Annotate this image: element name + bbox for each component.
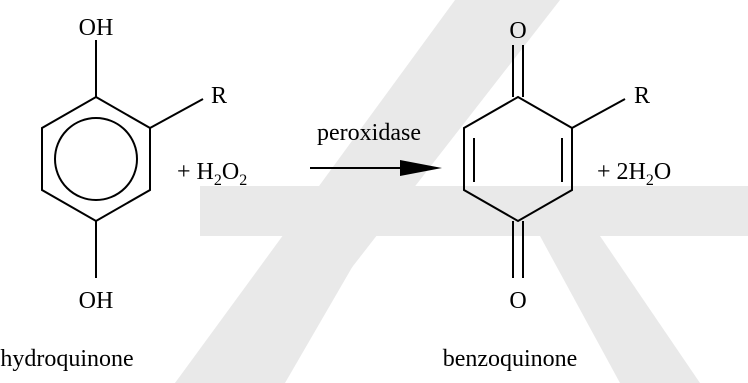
hydroquinone-structure (41, 40, 204, 278)
watermark-stroke-bar (200, 186, 748, 236)
benzoquinone-name: benzoquinone (443, 346, 578, 372)
hydroquinone-bottom-oh: OH (79, 288, 114, 314)
hydroquinone-top-oh: OH (79, 15, 114, 41)
benzoquinone-structure (463, 45, 626, 278)
water-label: + 2H2O (597, 159, 671, 189)
benzoquinone-ring (463, 95, 573, 223)
watermark-stroke-right (540, 236, 700, 383)
hydroquinone-r-label: R (211, 83, 227, 109)
hydrogen-peroxide-label: + H2O2 (177, 159, 247, 189)
hydroquinone-aromatic-circle (54, 117, 138, 201)
reaction-arrow (310, 160, 442, 176)
hydroquinone-name: hydroquinone (0, 346, 133, 372)
reaction-arrow-head (400, 160, 442, 176)
benzoquinone-bottom-oxygen: O (509, 288, 526, 314)
benzoquinone-top-oxygen: O (509, 18, 526, 44)
hydroquinone-ring (41, 95, 151, 223)
benzoquinone-r-label: R (634, 83, 650, 109)
benzoquinone-r-bond (571, 98, 626, 129)
catalyst-label: peroxidase (317, 120, 421, 146)
hydroquinone-r-bond (149, 98, 204, 129)
watermark (175, 0, 748, 383)
